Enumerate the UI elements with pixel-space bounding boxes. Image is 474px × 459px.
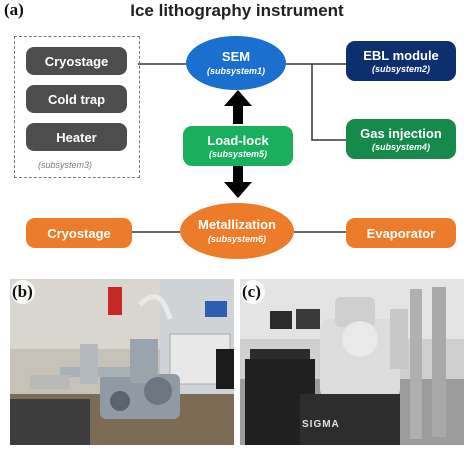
metallization-node: Metallization (subsystem6) (180, 203, 294, 259)
ebl-module-box: EBL module (subsystem2) (346, 41, 456, 81)
sem-subsystem: (subsystem1) (206, 66, 266, 76)
ebl-subsystem: (subsystem2) (371, 63, 431, 74)
photo-b-illustration (10, 279, 234, 445)
load-lock-box: Load-lock (subsystem5) (183, 126, 293, 166)
ebl-label: EBL module (363, 47, 439, 63)
subsystem3-group (14, 36, 140, 178)
panel-label-a: (a) (4, 0, 24, 19)
gas-injection-box: Gas injection (subsystem4) (346, 119, 456, 159)
evaporator-label: Evaporator (366, 225, 436, 241)
cryostage-box: Cryostage (26, 47, 127, 75)
sem-label: SEM (221, 49, 251, 64)
figure-title: Ice lithography instrument (130, 1, 344, 20)
gas-subsystem: (subsystem4) (371, 141, 431, 152)
metallization-subsystem: (subsystem6) (207, 234, 267, 244)
metallization-cryostage-label: Cryostage (47, 225, 111, 241)
cold-trap-box: Cold trap (26, 85, 127, 113)
double-arrow-upper-icon (224, 90, 252, 124)
double-arrow-lower-icon (224, 166, 252, 198)
photo-c: (c) SIGMA (240, 279, 464, 445)
photo-c-illustration (240, 279, 464, 445)
panel-label-c: (c) (242, 282, 261, 301)
metallization-label: Metallization (197, 217, 276, 232)
load-lock-subsystem: (subsystem5) (208, 148, 268, 159)
heater-box: Heater (26, 123, 127, 151)
evaporator-box: Evaporator (346, 218, 456, 248)
subsystem3-label: (subsystem3) (38, 160, 93, 170)
connector-lines (132, 63, 346, 233)
metallization-cryostage-box: Cryostage (26, 218, 132, 248)
sem-node: SEM (subsystem1) (186, 36, 286, 90)
sigma-label: SIGMA (302, 419, 340, 430)
load-lock-label: Load-lock (207, 132, 269, 148)
panel-label-b: (b) (12, 282, 33, 301)
photo-b: (b) (10, 279, 234, 445)
gas-label: Gas injection (360, 125, 442, 141)
